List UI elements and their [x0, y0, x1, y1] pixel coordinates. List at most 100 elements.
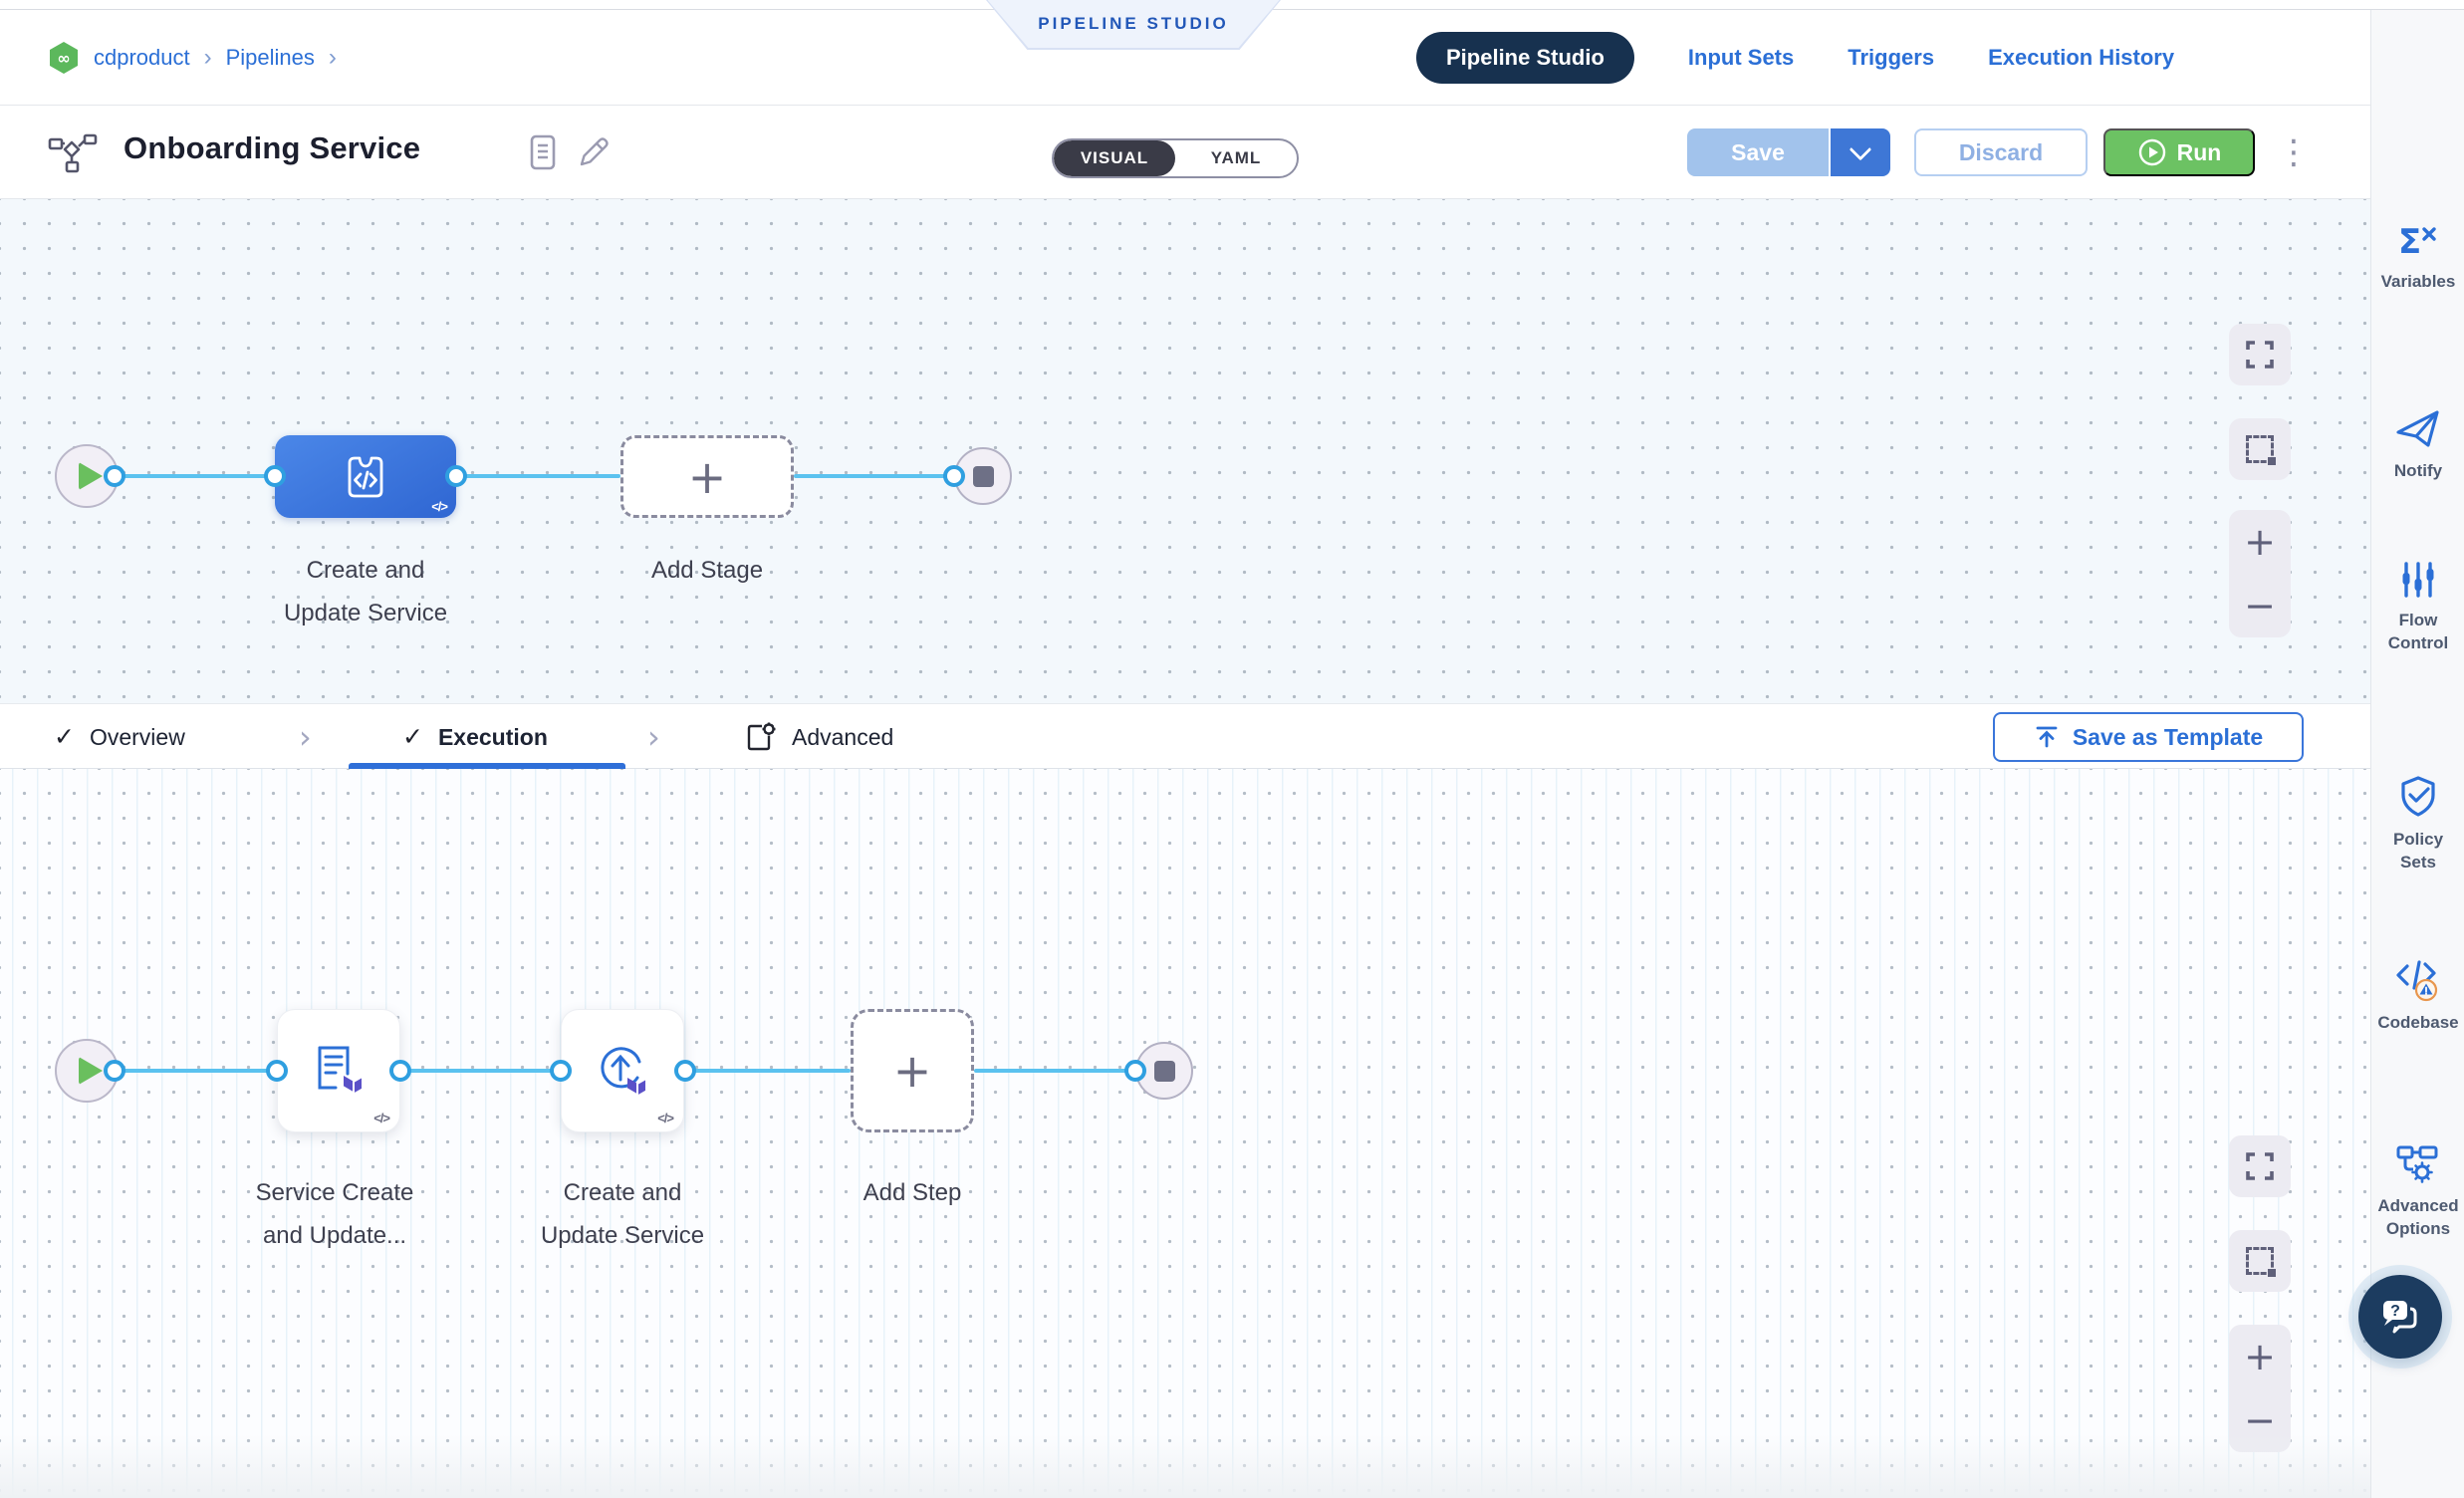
- add-step-button[interactable]: +: [851, 1009, 974, 1132]
- stage-canvas[interactable]: </> + Create and Update Service Add Stag…: [0, 199, 2370, 703]
- code-badge: </>: [431, 499, 448, 514]
- save-dropdown-button[interactable]: [1831, 128, 1890, 176]
- connector-line: [456, 474, 620, 478]
- visual-yaml-toggle: VISUAL YAML: [1052, 138, 1299, 178]
- flow-control-sliders-icon: [2402, 562, 2434, 598]
- pipeline-studio-badge: PIPELINE STUDIO: [986, 0, 1281, 50]
- play-icon: [79, 462, 103, 490]
- top-bar: ∞ cdproduct › Pipelines › Pipeline Studi…: [0, 10, 2370, 106]
- port[interactable]: [104, 1060, 125, 1082]
- upload-icon: [2036, 726, 2058, 748]
- check-icon: ✓: [402, 723, 423, 751]
- marquee-select-icon: [2246, 1247, 2276, 1277]
- step-label: Create and Update Service: [540, 1179, 705, 1249]
- sidebar-item-codebase[interactable]: Codebase: [2371, 958, 2464, 1034]
- chat-question-icon: ?: [2383, 1301, 2417, 1334]
- right-sidebar: Σ Variables Notify F: [2370, 10, 2464, 1498]
- save-as-template-button[interactable]: Save as Template: [1993, 712, 2304, 762]
- step-node-service-create-update[interactable]: </>: [277, 1009, 400, 1132]
- tab-triggers[interactable]: Triggers: [1848, 45, 1935, 70]
- breadcrumb-project-link[interactable]: cdproduct: [94, 45, 190, 70]
- zoom-in-button[interactable]: +: [2244, 520, 2276, 564]
- discard-button[interactable]: Discard: [1914, 128, 2088, 176]
- fit-screen-icon: [2246, 1152, 2274, 1180]
- tab-pipeline-studio[interactable]: Pipeline Studio: [1416, 32, 1634, 84]
- codebase-warning-icon: [2396, 960, 2438, 1002]
- port[interactable]: [104, 465, 125, 487]
- svg-text:?: ?: [2390, 1303, 2400, 1320]
- connector-line: [115, 474, 275, 478]
- code-badge: </>: [373, 1111, 390, 1125]
- step-node-create-update-service[interactable]: </>: [561, 1009, 684, 1132]
- svg-text:∞: ∞: [57, 49, 70, 68]
- terraform-apply-step-icon: [601, 1047, 645, 1095]
- tab-overview[interactable]: ✓ Overview: [54, 723, 185, 751]
- help-chat-button[interactable]: ?: [2358, 1275, 2442, 1359]
- connector-line: [685, 1069, 851, 1073]
- toggle-visual[interactable]: VISUAL: [1054, 140, 1175, 176]
- add-step-label: Add Step: [862, 1179, 962, 1206]
- add-stage-label: Add Stage: [650, 557, 764, 584]
- top-navigation: Pipeline Studio Input Sets Triggers Exec…: [1416, 10, 2174, 106]
- terraform-plan-step-icon: [318, 1046, 362, 1093]
- tab-input-sets[interactable]: Input Sets: [1687, 45, 1795, 70]
- toggle-yaml[interactable]: YAML: [1210, 148, 1262, 167]
- connector-line: [400, 1069, 561, 1073]
- sidebar-item-variables[interactable]: Σ Variables: [2380, 222, 2456, 291]
- sidebar-item-notify[interactable]: Notify: [2371, 408, 2464, 482]
- execution-start-node[interactable]: [55, 1039, 119, 1103]
- svg-text:Σ: Σ: [2398, 222, 2421, 261]
- port[interactable]: [550, 1060, 572, 1082]
- marquee-select-button[interactable]: [2229, 1230, 2291, 1292]
- port[interactable]: [389, 1060, 411, 1082]
- step-label: Service Create and Update...: [255, 1179, 414, 1249]
- fit-to-screen-button[interactable]: [2229, 324, 2291, 385]
- stage-label: Create and Update Service: [283, 557, 448, 626]
- advanced-options-icon: [2396, 1145, 2438, 1183]
- zoom-out-button[interactable]: −: [2244, 584, 2276, 627]
- execution-canvas[interactable]: </> </> +: [0, 769, 2370, 1498]
- sidebar-item-advanced-options[interactable]: Advanced Options: [2371, 1143, 2464, 1240]
- connector-line: [794, 474, 955, 478]
- sidebar-item-flow-control[interactable]: Flow Control: [2371, 560, 2464, 654]
- stop-icon: [972, 465, 994, 487]
- port[interactable]: [1124, 1060, 1146, 1082]
- port[interactable]: [674, 1060, 696, 1082]
- chevron-down-icon: [1848, 137, 1872, 161]
- breadcrumb-pipelines-link[interactable]: Pipelines: [225, 45, 315, 70]
- header-actions: Save Discard Run ⋮: [1687, 128, 2311, 176]
- plus-icon: +: [687, 449, 727, 504]
- add-stage-button[interactable]: +: [620, 435, 794, 518]
- tab-advanced[interactable]: Advanced: [745, 704, 893, 770]
- save-button[interactable]: Save: [1687, 128, 1829, 176]
- fit-to-screen-button[interactable]: [2229, 1135, 2291, 1197]
- variables-sigma-icon: Σ: [2398, 222, 2436, 261]
- harness-cd-logo-icon[interactable]: ∞: [48, 41, 80, 75]
- run-button[interactable]: Run: [2103, 128, 2255, 176]
- description-icon[interactable]: [530, 134, 556, 175]
- pipeline-start-node[interactable]: [55, 444, 119, 508]
- marquee-select-button[interactable]: [2229, 418, 2291, 480]
- more-options-kebab-icon[interactable]: ⋮: [2277, 132, 2311, 172]
- tab-execution[interactable]: ✓ Execution: [402, 723, 548, 751]
- connector-line: [974, 1069, 1135, 1073]
- save-divider: [1829, 128, 1831, 176]
- port[interactable]: [445, 465, 467, 487]
- port[interactable]: [943, 465, 965, 487]
- stop-icon: [1153, 1060, 1175, 1082]
- service-stage-icon: [348, 456, 383, 497]
- zoom-out-button[interactable]: −: [2244, 1398, 2276, 1442]
- edit-pencil-icon[interactable]: [576, 134, 612, 175]
- stage-node-create-update-service[interactable]: </>: [275, 435, 456, 518]
- sidebar-item-policy-sets[interactable]: Policy Sets: [2371, 775, 2464, 874]
- title-bar: Onboarding Service VISUAL YAML Save: [0, 107, 2370, 199]
- port[interactable]: [266, 1060, 288, 1082]
- notify-paper-plane-icon: [2396, 410, 2439, 447]
- fit-screen-icon: [2246, 341, 2274, 369]
- port[interactable]: [264, 465, 286, 487]
- zoom-in-button[interactable]: +: [2244, 1335, 2276, 1378]
- marquee-select-icon: [2246, 435, 2276, 465]
- tab-execution-history[interactable]: Execution History: [1988, 45, 2175, 70]
- plus-icon: +: [892, 1044, 932, 1098]
